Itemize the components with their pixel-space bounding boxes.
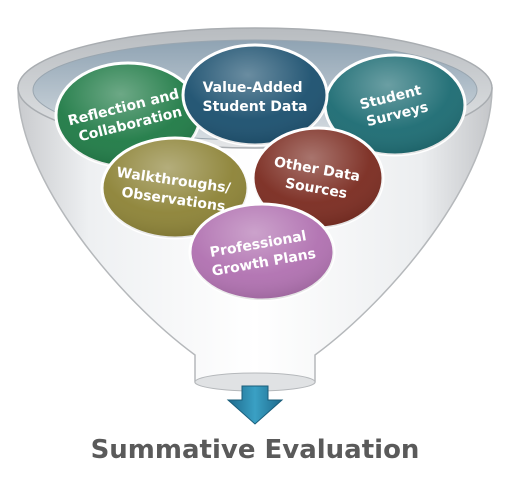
other-data-sources-oval: Other Data Sources xyxy=(251,126,385,230)
student-surveys-oval: Student Surveys xyxy=(323,53,467,157)
svg-text:Walkthroughs/ Observatio: Walkthroughs/ Observations xyxy=(113,165,237,216)
value-added-label-line-2: Student Data xyxy=(203,99,308,115)
walkthroughs-observations-oval: Walkthroughs/ Observations xyxy=(100,136,250,240)
value-added-data-oval: Value-Added Student Data xyxy=(181,43,329,147)
value-added-label-line-1: Value-Added xyxy=(203,80,303,96)
down-arrow-icon xyxy=(226,385,284,425)
svg-text:Value-Added Student Data: Value-Added Student Data xyxy=(203,80,308,115)
professional-growth-plans-oval: Professional Growth Plans xyxy=(188,202,336,302)
summative-evaluation-label: Summative Evaluation xyxy=(91,435,420,465)
